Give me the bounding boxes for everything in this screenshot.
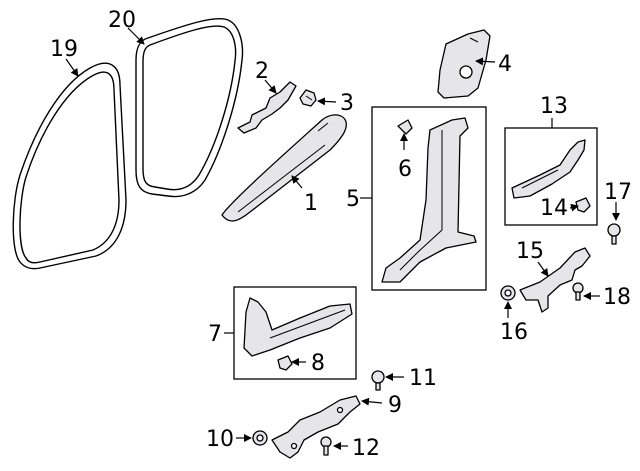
push-pin-18[interactable] [572,282,584,301]
clip-14[interactable] [575,197,591,213]
callout-box-13 [504,127,598,226]
push-pin-11[interactable] [371,370,385,391]
callout-9: 9 [388,393,402,418]
clip-6[interactable] [397,119,413,135]
leader-19 [65,58,79,77]
push-pin-12[interactable] [320,436,332,456]
nut-16[interactable] [500,285,516,301]
pillar-trim-1[interactable] [221,114,347,222]
callout-1: 1 [304,191,318,216]
nut-10[interactable] [252,430,268,446]
center-pillar-trim-5[interactable] [381,117,477,283]
leader-3 [317,97,337,106]
callout-15: 15 [516,239,544,264]
leader-20 [127,27,145,45]
bracket-2[interactable] [237,81,297,134]
callout-7: 7 [208,322,222,347]
callout-18: 18 [603,285,631,310]
clip-8[interactable] [277,355,293,371]
trim-piece-4[interactable] [437,29,491,99]
callout-5: 5 [346,187,360,212]
weatherstrip-20[interactable] [135,18,244,198]
callout-11: 11 [409,366,437,391]
callout-19: 19 [50,37,78,62]
callout-8: 8 [311,351,325,376]
callout-3: 3 [340,91,354,116]
leader-2 [264,79,277,94]
scuff-plate-13[interactable] [511,139,586,199]
callout-14: 14 [540,196,568,221]
callout-2: 2 [255,59,269,84]
bracket-15[interactable] [519,247,591,313]
weatherstrip-19[interactable] [12,62,127,270]
callout-4: 4 [498,52,512,77]
leader-4 [475,57,496,66]
callout-6: 6 [398,157,412,182]
leader-14 [569,203,579,212]
callout-17: 17 [604,180,632,205]
callout-13: 13 [540,94,568,119]
leader-9 [361,397,383,406]
bracket-9[interactable] [271,395,361,459]
callout-20: 20 [108,8,136,33]
callout-10: 10 [206,427,234,452]
screw-3[interactable] [299,89,317,107]
sill-trim-7[interactable] [243,297,353,357]
leader-1 [291,175,303,189]
callout-12: 12 [352,436,380,461]
push-pin-17[interactable] [607,223,621,245]
leader-15 [537,261,549,277]
callout-16: 16 [500,320,528,345]
